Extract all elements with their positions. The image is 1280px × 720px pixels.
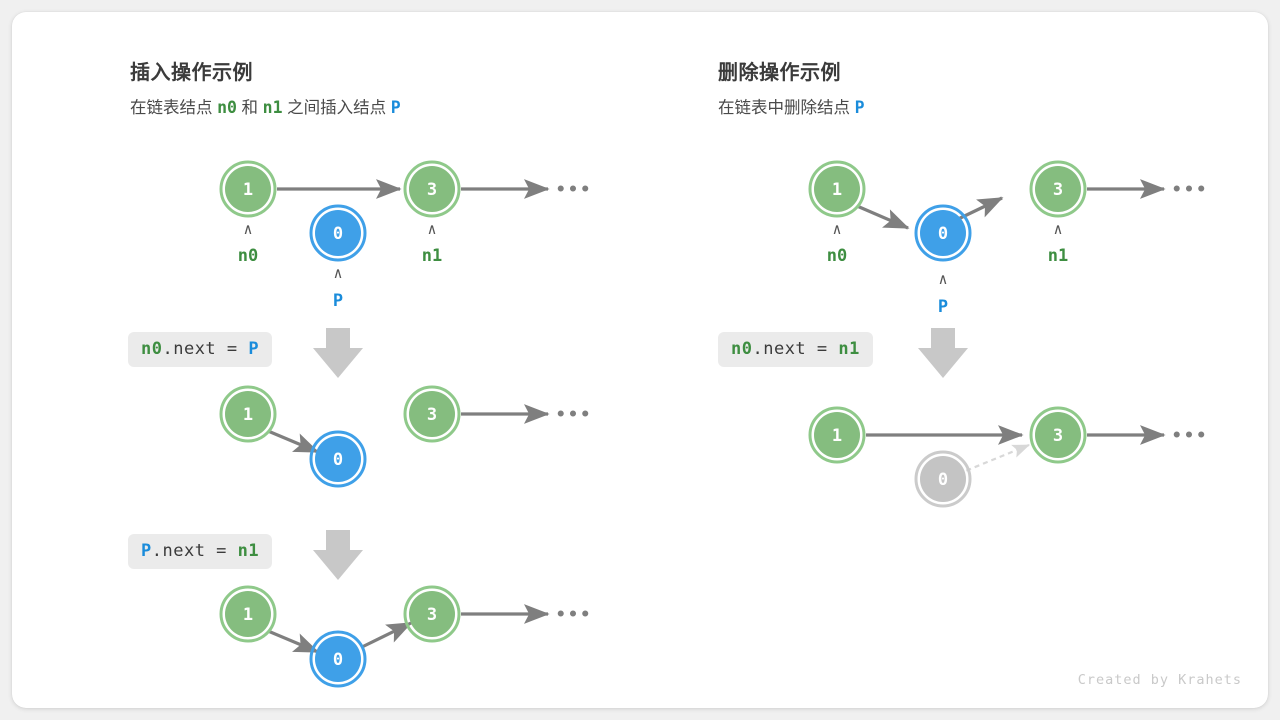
node-deleted: 0 [914, 450, 972, 508]
node-value: 0 [333, 650, 343, 670]
code-token: .next = [752, 339, 839, 359]
node-n1: 3 [403, 160, 461, 218]
insert-row-initial: 1 0 3 [219, 160, 550, 262]
label-p: P [937, 297, 949, 317]
code-token: P [248, 339, 260, 359]
label-n1: n1 [421, 246, 443, 266]
node-n0: 1 [808, 160, 866, 218]
node-n0: 1 [219, 160, 277, 218]
delete-canvas: 1 0 3 [808, 160, 1166, 508]
node-value: 1 [243, 605, 253, 625]
node-value: 0 [938, 470, 948, 490]
node-0: 0 [309, 430, 367, 488]
subtitle-part: 之间插入结点 [282, 99, 391, 117]
delete-row-after: 1 0 3 [808, 406, 1166, 508]
node-value: 0 [938, 224, 948, 244]
code-chip-n0-next-n1: n0.next = n1 [718, 332, 873, 367]
node-0: 0 [309, 630, 367, 688]
node-value: 1 [243, 180, 253, 200]
node-value: 1 [832, 426, 842, 446]
node-1: 1 [219, 585, 277, 643]
node-p: 0 [914, 204, 972, 262]
subtitle-token-p: P [854, 98, 865, 117]
caret-p-icon: ∧ [333, 264, 343, 282]
credit-text: Created by Krahets [1077, 672, 1242, 688]
ellipsis-row2: ••• [555, 405, 593, 425]
code-token: n1 [237, 541, 260, 561]
insert-row-after-step1: 1 0 3 [219, 385, 550, 488]
node-value: 0 [333, 224, 343, 244]
node-value: 3 [427, 180, 437, 200]
code-token: n0 [731, 339, 753, 359]
code-token: .next = [162, 339, 249, 359]
ellipsis-row1: ••• [1171, 180, 1209, 200]
insert-canvas: 1 0 3 [219, 160, 550, 688]
code-token: n1 [838, 339, 860, 359]
node-value: 0 [333, 450, 343, 470]
node-1: 1 [808, 406, 866, 464]
edge-deleted-dashed [957, 443, 1031, 476]
panel-insert-subtitle: 在链表结点 n0 和 n1 之间插入结点 P [130, 94, 401, 118]
edge-1-to-0 [267, 429, 320, 454]
node-value: 3 [1053, 426, 1063, 446]
panel-insert-title: 插入操作示例 [130, 62, 253, 84]
node-p: 0 [309, 204, 367, 262]
ellipsis-row3: ••• [555, 605, 593, 625]
subtitle-token-n1: n1 [262, 98, 283, 117]
label-n0: n0 [826, 246, 848, 266]
insert-row-after-step2: 1 0 3 [219, 585, 550, 688]
caret-n1-icon: ∧ [1053, 220, 1063, 238]
node-n1: 3 [1029, 160, 1087, 218]
label-n1: n1 [1047, 246, 1069, 266]
subtitle-part: 在链表结点 [130, 99, 218, 117]
step-arrow-2 [313, 530, 363, 580]
node-value: 1 [832, 180, 842, 200]
ellipsis-row2: ••• [1171, 426, 1209, 446]
label-n0: n0 [237, 246, 259, 266]
node-value: 1 [243, 405, 253, 425]
code-chip-p-next-n1: P.next = n1 [128, 534, 273, 569]
delete-row-initial: 1 0 3 [808, 160, 1166, 262]
subtitle-token-p: P [390, 98, 401, 117]
panel-insert: 插入操作示例 在链表结点 n0 和 n1 之间插入结点 P [12, 12, 640, 708]
code-token: P [141, 541, 152, 561]
diagram-card: 插入操作示例 在链表结点 n0 和 n1 之间插入结点 P [12, 12, 1268, 708]
caret-p-icon: ∧ [938, 270, 948, 288]
panel-delete-title: 删除操作示例 [718, 62, 841, 84]
node-value: 3 [427, 605, 437, 625]
node-1: 1 [219, 385, 277, 443]
subtitle-part: 在链表中删除结点 [718, 99, 855, 117]
subtitle-part: 和 [236, 99, 263, 117]
edge-0-to-3 [361, 621, 413, 649]
node-value: 3 [1053, 180, 1063, 200]
panel-delete-subtitle: 在链表中删除结点 P [718, 94, 865, 118]
code-token: n0 [141, 339, 163, 359]
edge-n0-to-p [856, 204, 910, 230]
step-arrow-1 [313, 328, 363, 378]
caret-n1-icon: ∧ [427, 220, 437, 238]
label-p: P [332, 291, 344, 311]
code-token: .next = [151, 541, 238, 561]
step-arrow-1 [918, 328, 968, 378]
edge-1-to-0 [267, 629, 320, 654]
code-chip-n0-next-p: n0.next = P [128, 332, 273, 367]
ellipsis-row1: ••• [555, 180, 593, 200]
node-3: 3 [403, 585, 461, 643]
caret-n0-icon: ∧ [243, 220, 253, 238]
node-3: 3 [403, 385, 461, 443]
caret-n0-icon: ∧ [832, 220, 842, 238]
node-3: 3 [1029, 406, 1087, 464]
subtitle-token-n0: n0 [217, 98, 237, 117]
node-value: 3 [427, 405, 437, 425]
panel-delete: 删除操作示例 在链表中删除结点 P 1 [640, 12, 1268, 708]
